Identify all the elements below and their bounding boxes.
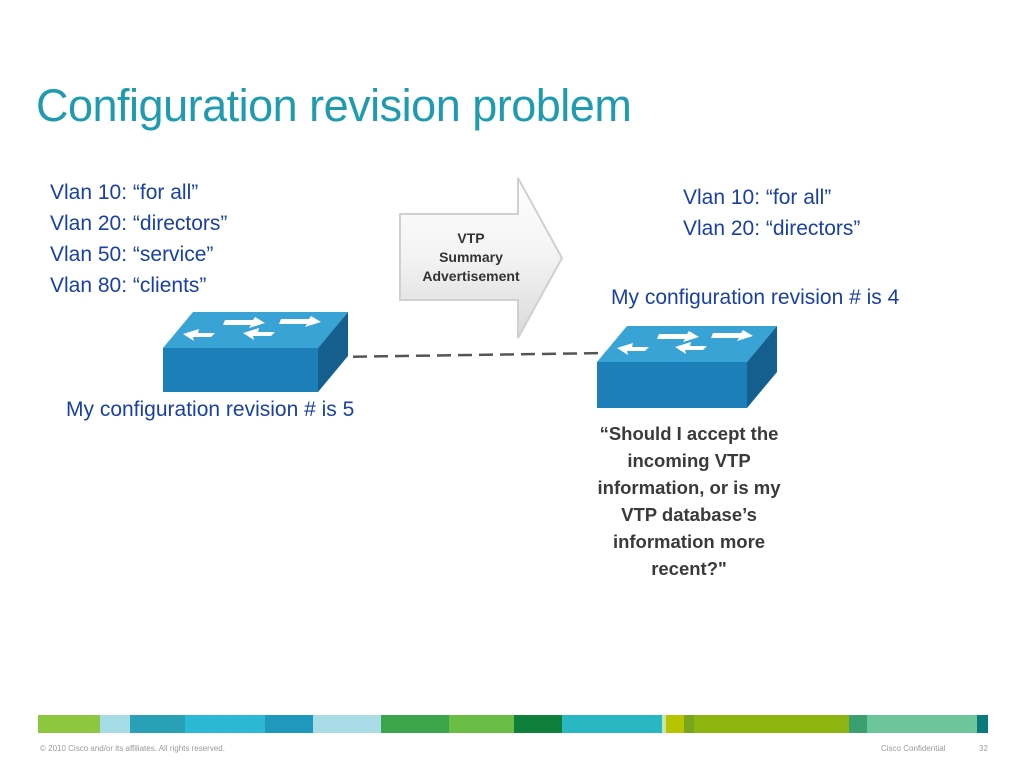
- switch-question: “Should I accept the incoming VTP inform…: [572, 420, 806, 582]
- question-line: incoming VTP: [627, 450, 751, 471]
- color-bar-segment: [185, 715, 265, 733]
- color-bar-segment: [449, 715, 514, 733]
- left-vlan-item: Vlan 20: “directors”: [50, 212, 228, 235]
- page-number: 32: [979, 744, 988, 753]
- arrow-label: VTP Summary Advertisement: [396, 229, 546, 286]
- question-line: VTP database’s: [621, 504, 757, 525]
- question-line: information more: [612, 531, 766, 552]
- arrow-label-line: Advertisement: [422, 268, 520, 284]
- slide-title: Configuration revision problem: [36, 80, 632, 131]
- arrow-label-line: VTP: [457, 230, 485, 246]
- color-bar-segment: [694, 715, 849, 733]
- question-line: recent?": [651, 558, 727, 579]
- right-switch-icon: [597, 326, 777, 408]
- left-vlan-item: Vlan 50: “service”: [50, 243, 214, 266]
- color-bar-segment: [265, 715, 313, 733]
- question-line: “Should I accept the: [599, 423, 779, 444]
- footer-copyright: © 2010 Cisco and/or its affiliates. All …: [40, 744, 225, 753]
- color-bar-segment: [662, 715, 666, 733]
- left-vlan-list: Vlan 10: “for all” Vlan 20: “directors” …: [50, 177, 227, 301]
- left-vlan-item: Vlan 10: “for all”: [50, 181, 199, 204]
- footer-confidential: Cisco Confidential: [881, 744, 946, 753]
- vtp-advertisement-arrow: VTP Summary Advertisement: [396, 176, 566, 346]
- right-vlan-item: Vlan 10: “for all”: [683, 186, 832, 209]
- color-bar-segment: [684, 715, 694, 733]
- color-bar-segment: [849, 715, 867, 733]
- left-revision-text: My configuration revision # is 5: [66, 398, 355, 421]
- question-line: information, or is my: [597, 477, 781, 498]
- color-bar-segment: [666, 715, 684, 733]
- trunk-link: [331, 351, 609, 359]
- arrow-label-line: Summary: [439, 249, 503, 265]
- color-bar-segment: [313, 715, 381, 733]
- right-vlan-list: Vlan 10: “for all” Vlan 20: “directors”: [683, 182, 860, 244]
- color-bar-segment: [100, 715, 130, 733]
- right-vlan-item: Vlan 20: “directors”: [683, 217, 861, 240]
- color-bar-segment: [381, 715, 449, 733]
- color-bar-segment: [562, 715, 662, 733]
- right-revision-text: My configuration revision # is 4: [611, 286, 900, 309]
- color-bar-segment: [38, 715, 100, 733]
- left-switch-icon: [163, 312, 348, 392]
- left-vlan-item: Vlan 80: “clients”: [50, 274, 207, 297]
- color-bar-segment: [977, 715, 988, 733]
- arrow-shape-icon: [399, 177, 564, 339]
- color-bar-segment: [867, 715, 977, 733]
- footer-color-bar: [38, 715, 988, 733]
- color-bar-segment: [514, 715, 562, 733]
- color-bar-segment: [130, 715, 185, 733]
